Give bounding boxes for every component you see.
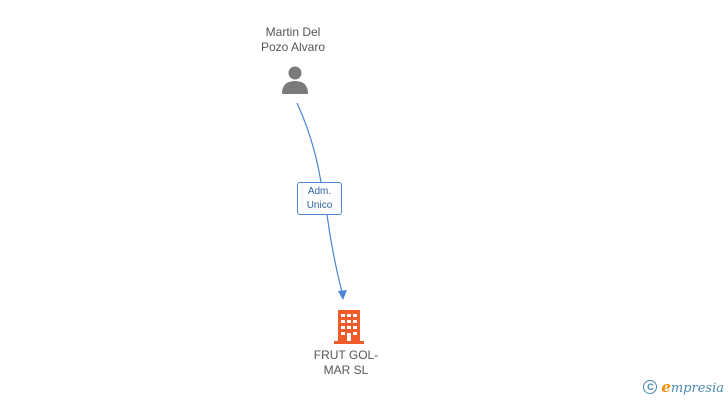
role-line1: Adm. [307,186,332,197]
person-icon[interactable] [280,65,310,95]
person-name-line1: Martin Del [265,25,321,39]
role-line2: Unico [306,200,333,211]
brand-rest: mpresia [670,381,724,396]
company-name-label[interactable]: FRUT GOL- MAR SL [296,348,396,378]
arrow-head-icon [338,290,347,300]
empresia-watermark: C empresia [643,378,724,396]
company-name-line2: MAR SL [323,363,369,377]
brand-first-letter: e [661,378,671,396]
person-name-line2: Pozo Alvaro [260,40,326,54]
role-badge[interactable]: Adm. Unico [297,182,342,215]
person-name-label[interactable]: Martin Del Pozo Alvaro [243,25,343,55]
edge-line-lower [326,214,344,297]
edge-line-upper [296,102,322,183]
copyright-icon: C [643,380,658,394]
company-name-line1: FRUT GOL- [313,348,379,362]
building-icon[interactable] [333,309,365,345]
brand-logo: empresia [661,378,724,396]
